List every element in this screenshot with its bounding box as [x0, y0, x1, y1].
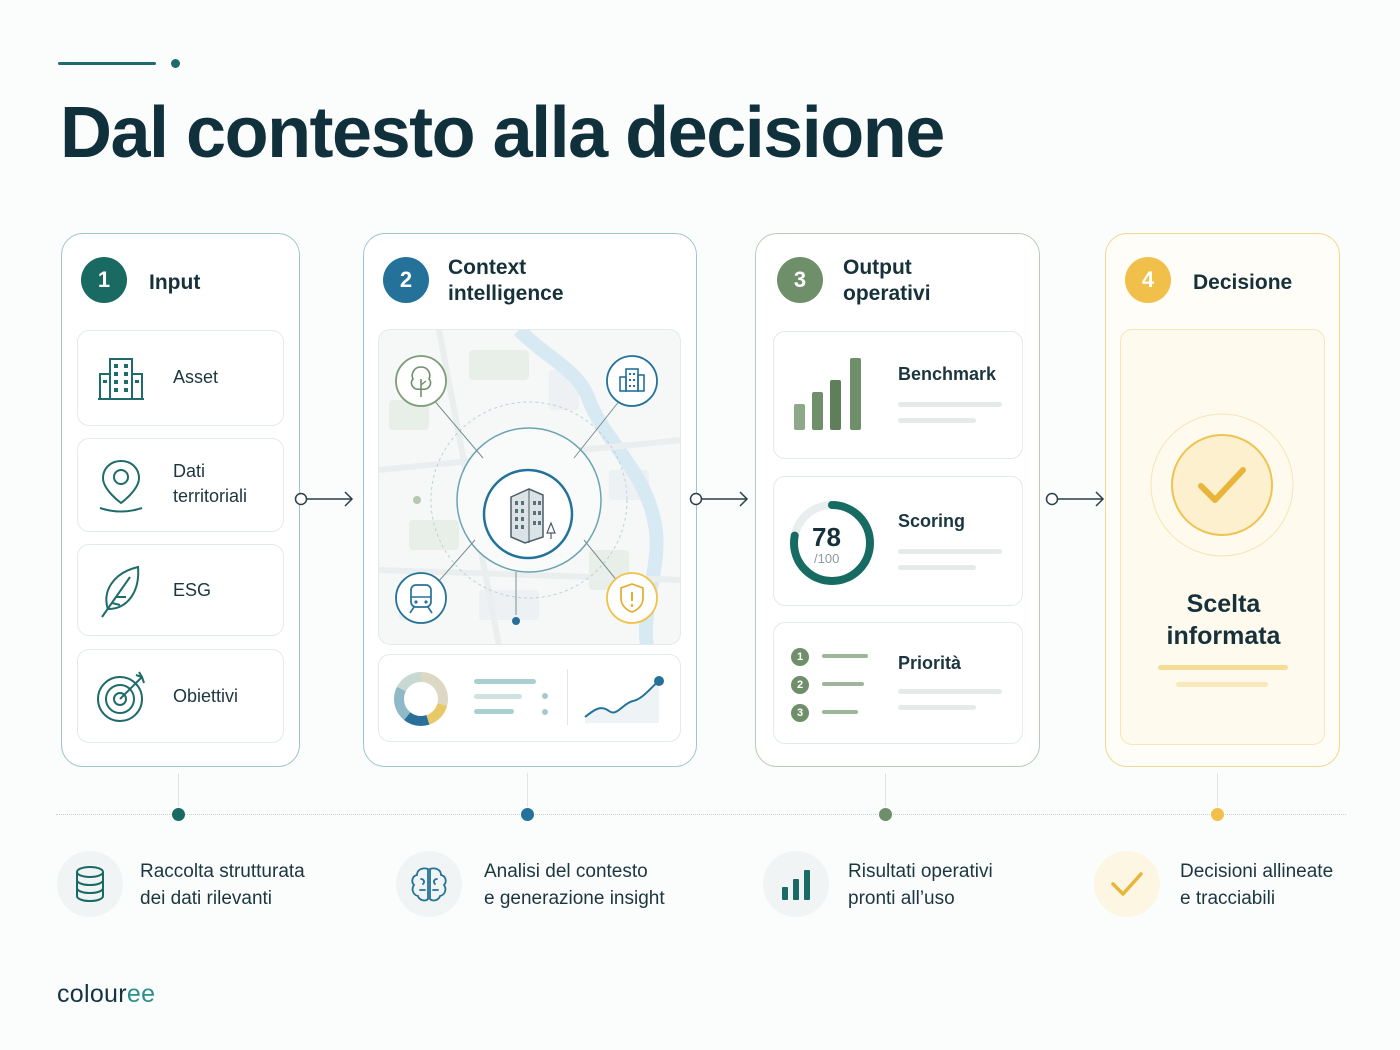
- step-number-badge: 2: [383, 257, 429, 303]
- priority-rank-badge: 3: [791, 704, 809, 722]
- step-title: Decisione: [1193, 271, 1293, 294]
- timeline-stem: [178, 773, 179, 807]
- brain-icon: [411, 867, 447, 902]
- decorative-dot: [171, 59, 180, 68]
- output-card-label: Priorità: [898, 653, 962, 673]
- tree-icon: [395, 355, 447, 407]
- output-card-label: Benchmark: [898, 364, 997, 384]
- shield-alert-icon: [606, 572, 658, 624]
- priority-line: [822, 710, 858, 714]
- step-number-badge: 3: [777, 257, 823, 303]
- timeline-dot: [1211, 808, 1224, 821]
- location-pin-icon: [99, 459, 143, 513]
- line-chart-icon: [584, 676, 664, 723]
- benefit-icon-circle: [396, 851, 462, 917]
- page-title: Dal contesto alla decisione: [60, 93, 945, 173]
- donut-chart-icon: [394, 672, 448, 726]
- insight-line: [474, 709, 514, 714]
- decorative-line: [58, 62, 156, 65]
- timeline-stem: [1217, 773, 1218, 807]
- insight-dot: [542, 693, 548, 699]
- input-card-label: Obiettivi: [173, 686, 239, 706]
- insight-line: [474, 694, 522, 699]
- benefit-icon-circle: [1094, 851, 1160, 917]
- flow-arrow: [294, 491, 354, 507]
- score-gauge-arc: [790, 501, 874, 585]
- placeholder-line: [1176, 682, 1268, 687]
- placeholder-line: [898, 705, 976, 710]
- priority-line: [822, 682, 864, 686]
- input-card-obiettivi[interactable]: Obiettivi: [77, 649, 284, 743]
- timeline-dot: [521, 808, 534, 821]
- input-card-asset[interactable]: Asset: [77, 330, 284, 426]
- context-insight-summary[interactable]: [378, 654, 681, 742]
- bar-chart-icon: [794, 358, 861, 430]
- priority-rank-badge: 1: [791, 648, 809, 666]
- benefit-icon-circle: [57, 851, 123, 917]
- placeholder-line: [1158, 665, 1288, 670]
- placeholder-line: [898, 418, 976, 423]
- checkmark-icon: [1150, 413, 1294, 557]
- flow-arrow: [689, 491, 749, 507]
- target-icon: [97, 671, 145, 722]
- score-value: 78: [812, 522, 841, 552]
- input-card-label: Asset: [173, 367, 219, 387]
- database-icon: [76, 866, 104, 903]
- score-gauge: [790, 501, 874, 585]
- timeline-dot: [172, 808, 185, 821]
- input-card-label: ESG: [173, 580, 212, 600]
- building-icon: [98, 358, 144, 400]
- insight-line: [474, 679, 536, 684]
- benefit-icon-circle: [763, 851, 829, 917]
- step-title: Input: [149, 271, 201, 294]
- output-card-scoring[interactable]: 78 /100 Scoring: [773, 476, 1023, 606]
- checkmark-icon: [1111, 872, 1143, 896]
- timeline-dot: [879, 808, 892, 821]
- step-number-badge: 1: [81, 257, 127, 303]
- train-icon: [395, 572, 447, 624]
- output-card-benchmark[interactable]: Benchmark: [773, 331, 1023, 459]
- flow-arrow: [1045, 491, 1105, 507]
- input-card-esg[interactable]: ESG: [77, 544, 284, 636]
- building-icon: [482, 468, 574, 560]
- output-card-label: Scoring: [898, 511, 966, 531]
- divider: [567, 669, 568, 725]
- brand-logo: colouree: [57, 980, 156, 1008]
- priority-line: [822, 654, 868, 658]
- step-number-badge: 4: [1125, 257, 1171, 303]
- placeholder-line: [898, 565, 976, 570]
- context-map[interactable]: [378, 329, 681, 645]
- placeholder-line: [898, 689, 1002, 694]
- priority-rank-badge: 2: [791, 676, 809, 694]
- city-icon: [606, 355, 658, 407]
- timeline-stem: [885, 773, 886, 807]
- insight-dot: [542, 709, 548, 715]
- bar-chart-icon: [782, 870, 810, 900]
- placeholder-line: [898, 549, 1002, 554]
- timeline-stem: [527, 773, 528, 807]
- score-max: /100: [814, 551, 840, 566]
- leaf-icon: [101, 565, 140, 618]
- output-card-priorita[interactable]: 1 2 3 Priorità: [773, 622, 1023, 744]
- timeline-line: [56, 814, 1346, 815]
- placeholder-line: [898, 402, 1002, 407]
